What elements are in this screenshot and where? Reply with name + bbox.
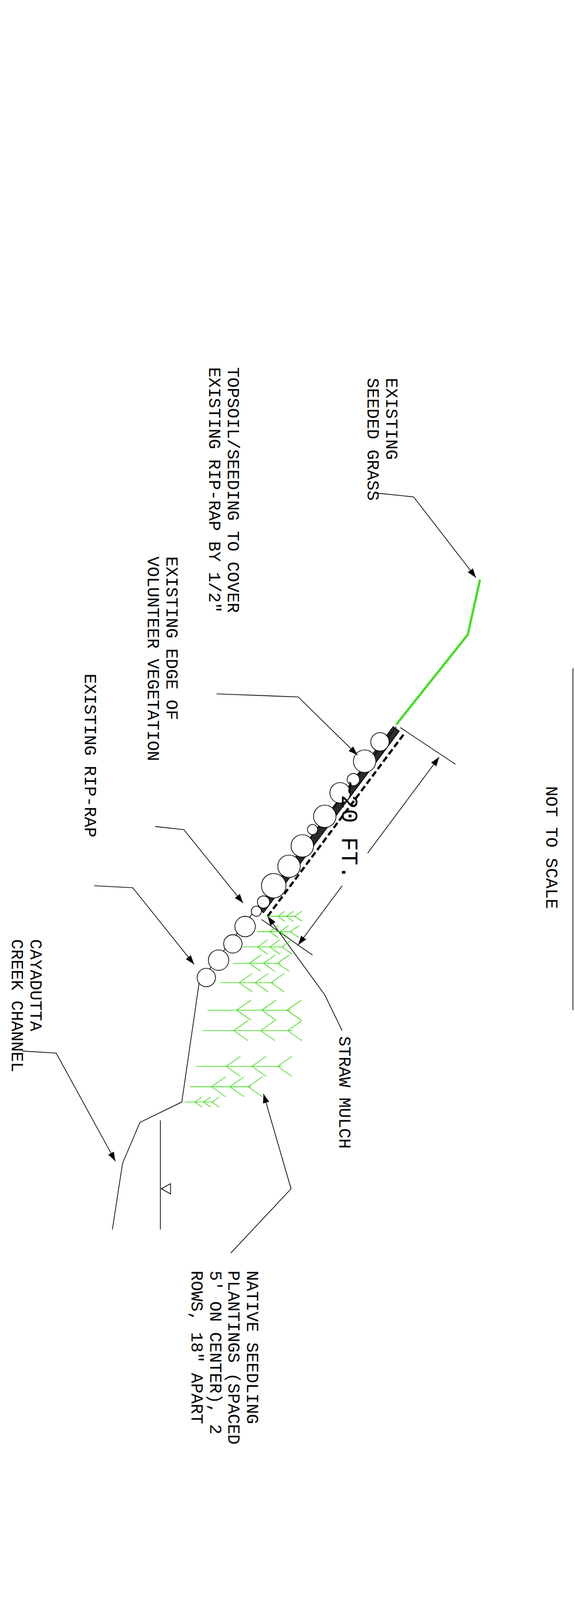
callout-label: NATIVE SEEDLING PLANTINGS (SPACED 5' ON … — [186, 1271, 261, 1448]
callout-label: ~20 FT. — [334, 781, 361, 881]
callout-label: STRAW MULCH — [333, 1036, 353, 1150]
callout-label: EXISTING EDGE OF VOLUNTEER VEGETATION — [142, 556, 180, 764]
callout-label: EXISTING SEEDED GRASS — [362, 378, 400, 503]
callout-label: TOPSOIL/SEEDING TO COVER EXISTING RIP-RA… — [204, 367, 242, 616]
callout-label: CAYADUTTA CREEK CHANNEL — [6, 939, 44, 1075]
callout-label: EXISTING RIP-RAP — [79, 674, 99, 838]
callout-label: NOT TO SCALE — [540, 786, 560, 910]
